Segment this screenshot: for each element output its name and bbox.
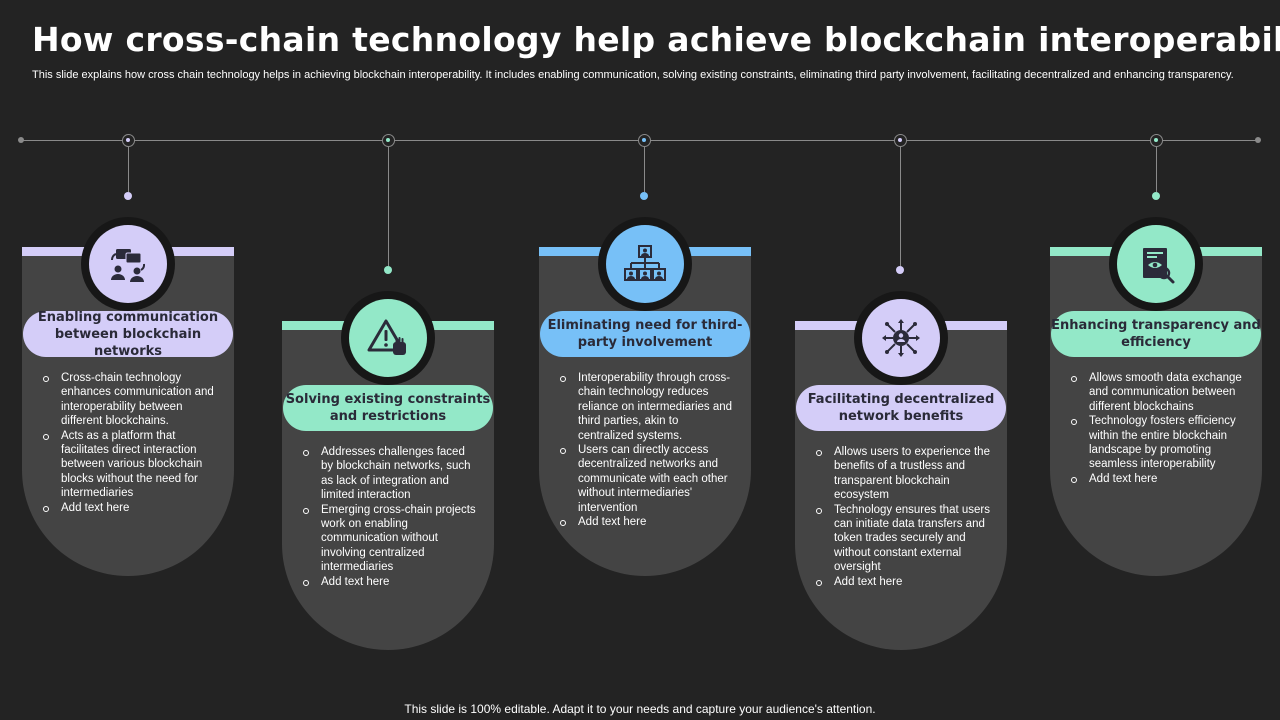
bullet-item: Interoperability through cross-chain tec… xyxy=(559,371,737,443)
column-heading-pill: Eliminating need for third-party involve… xyxy=(540,311,750,357)
bullet-list: Allows smooth data exchange and communic… xyxy=(1070,371,1248,486)
transparency-document-icon xyxy=(1117,225,1195,303)
bullet-item: Allows users to experience the benefits … xyxy=(815,445,993,503)
bullet-item: Addresses challenges faced by blockchain… xyxy=(302,445,480,503)
bullet-item: Add text here xyxy=(302,575,480,589)
card: Eliminating need for third-party involve… xyxy=(539,217,751,576)
bullet-item: Add text here xyxy=(42,501,220,515)
column-heading-pill: Facilitating decentralized network benef… xyxy=(796,385,1006,431)
bullet-item: Acts as a platform that facilitates dire… xyxy=(42,429,220,501)
icon-ring xyxy=(854,291,948,385)
column-heading: Enhancing transparency and efficiency xyxy=(1051,318,1261,350)
bullet-list: Allows users to experience the benefits … xyxy=(815,445,993,589)
column-heading: Facilitating decentralized network benef… xyxy=(807,392,995,424)
connector-line-5 xyxy=(1156,147,1157,192)
bullet-item: Technology ensures that users can initia… xyxy=(815,503,993,575)
column-heading-pill: Enhancing transparency and efficiency xyxy=(1051,311,1261,357)
timeline-node-4 xyxy=(894,134,907,147)
bullet-item: Emerging cross-chain projects work on en… xyxy=(302,503,480,575)
decentralized-network-icon xyxy=(862,299,940,377)
timeline-node-1 xyxy=(122,134,135,147)
bullet-item: Allows smooth data exchange and communic… xyxy=(1070,371,1248,414)
icon-ring xyxy=(1109,217,1203,311)
connector-dot-3 xyxy=(640,192,648,200)
connector-line-4 xyxy=(900,147,901,266)
timeline-node-3 xyxy=(638,134,651,147)
communication-network-icon xyxy=(89,225,167,303)
bullet-item: Add text here xyxy=(1070,472,1248,486)
connector-line-1 xyxy=(128,147,129,192)
bullet-item: Add text here xyxy=(815,575,993,589)
bullet-item: Users can directly access decentralized … xyxy=(559,443,737,515)
connector-line-2 xyxy=(388,147,389,266)
timeline-end-dot xyxy=(1255,137,1261,143)
timeline-node-2 xyxy=(382,134,395,147)
connector-dot-4 xyxy=(896,266,904,274)
connector-dot-1 xyxy=(124,192,132,200)
slide-subtitle: This slide explains how cross chain tech… xyxy=(32,69,1234,81)
icon-ring xyxy=(81,217,175,311)
connector-dot-5 xyxy=(1152,192,1160,200)
column-heading-pill: Enabling communication between blockchai… xyxy=(23,309,233,359)
bullet-list: Addresses challenges faced by blockchain… xyxy=(302,445,480,589)
column-heading-pill: Solving existing constraints and restric… xyxy=(283,385,493,431)
bullet-list: Interoperability through cross-chain tec… xyxy=(559,371,737,529)
timeline-node-5 xyxy=(1150,134,1163,147)
column-heading: Solving existing constraints and restric… xyxy=(285,392,491,424)
column-heading: Enabling communication between blockchai… xyxy=(37,309,219,359)
timeline-start-dot xyxy=(18,137,24,143)
icon-ring xyxy=(341,291,435,385)
card: Enhancing transparency and efficiency Al… xyxy=(1050,217,1262,576)
hierarchy-icon xyxy=(606,225,684,303)
footer-note: This slide is 100% editable. Adapt it to… xyxy=(404,702,876,716)
connector-line-3 xyxy=(644,147,645,192)
bullet-item: Add text here xyxy=(559,515,737,529)
icon-ring xyxy=(598,217,692,311)
bullet-list: Cross-chain technology enhances communic… xyxy=(42,371,220,515)
bullet-item: Technology fosters efficiency within the… xyxy=(1070,414,1248,472)
card: Facilitating decentralized network benef… xyxy=(795,291,1007,650)
bullet-item: Cross-chain technology enhances communic… xyxy=(42,371,220,429)
warning-stop-hand-icon xyxy=(349,299,427,377)
connector-dot-2 xyxy=(384,266,392,274)
slide-title: How cross-chain technology help achieve … xyxy=(32,20,1280,59)
card: Enabling communication between blockchai… xyxy=(22,217,234,576)
column-heading: Eliminating need for third-party involve… xyxy=(547,318,743,350)
card: Solving existing constraints and restric… xyxy=(282,291,494,650)
